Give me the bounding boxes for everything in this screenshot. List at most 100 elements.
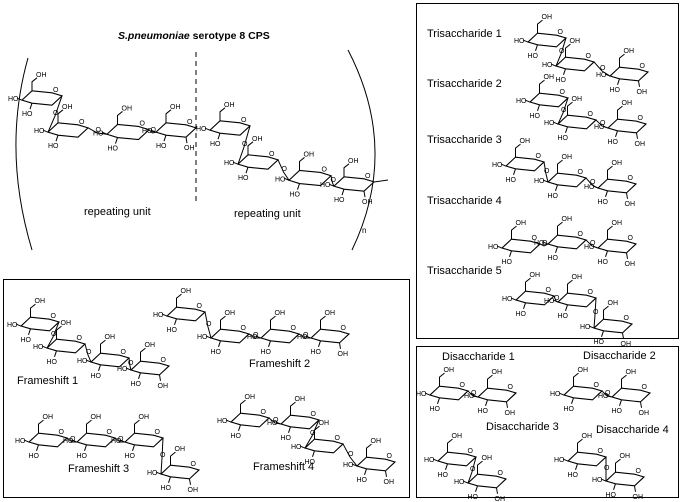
hydroxyl-bond [438,398,440,404]
glycosidic-oxygen-label: O [604,465,610,472]
hydroxyl-label: HO [430,406,441,413]
cps-title-species: S.pneumoniae [118,30,190,42]
ring-oxygen-label: O [365,173,371,180]
glycosidic-oxygen-label: O [53,110,59,117]
glycosidic-bond [594,298,596,328]
ring-oxygen-label: O [624,315,630,322]
glycosidic-oxygen-label: O [282,166,288,173]
hydroxyl-label: HO [311,349,322,356]
side-chain-bond [220,108,225,121]
hydroxyl-label: HO [592,477,603,484]
hydroxyl-bond [29,329,31,335]
side-chain-bond [321,316,326,329]
hydroxyl-bond [342,189,344,195]
ring-oxygen-label: O [341,325,347,332]
ring-oxygen-label: O [77,335,83,342]
hydroxyl-label: HO [211,349,222,356]
hydroxyl-bond [601,479,606,481]
hydroxyl-label: HO [34,128,45,135]
glycosidic-bond [129,358,131,370]
side-chain-bond [448,439,453,452]
glycosidic-bond [88,128,107,134]
glycosidic-bond [554,296,558,302]
glycosidic-oxygen-label: O [331,177,337,184]
hydroxyl-label: OH [639,410,650,417]
frameshift-2-label: Frameshift 2 [249,358,311,370]
hydroxyl-bond [476,486,478,492]
ring-oxygen-label: O [269,151,275,158]
hydroxyl-bond [538,105,540,111]
ring-oxygen-label: O [628,175,634,182]
hydroxyl-bond [620,400,622,406]
primary-hydroxyl-label: OH [572,274,583,281]
hydroxyl-label: HO [93,130,104,137]
glycosidic-bond [468,391,478,397]
sugar-ring [21,317,59,331]
side-chain-bond [248,142,253,155]
ring-oxygen-label: O [598,448,604,455]
glycosidic-bond [67,438,77,442]
hydroxyl-bond [43,130,48,132]
primary-hydroxyl-label: OH [570,38,581,45]
frameshift-panel: Frameshift 1 Frameshift 2 Frameshift 3 F… [3,279,410,498]
glycosidic-oxygen-label: O [151,127,157,134]
side-chain-bond [171,452,176,465]
ring-oxygen-label: O [508,384,514,391]
hydroxyl-bond [386,471,387,477]
hydroxyl-label: HO [238,175,249,182]
glycosidic-oxygen-label: O [128,360,134,367]
side-chain-bond [620,54,625,67]
glycosidic-oxygen-label: O [160,452,166,459]
hydroxyl-bond [566,127,568,133]
cps-title-rest: serotype 8 CPS [189,30,270,42]
hydroxyl-bond [160,375,161,381]
ring-oxygen-label: O [387,453,393,460]
ring-oxygen-label: O [51,313,57,320]
sugar-ring [167,307,205,321]
ring-oxygen-label: O [191,461,197,468]
hydroxyl-bond [510,251,512,257]
glycosidic-oxygen-label: O [96,127,102,134]
hydroxyl-bond [627,193,628,199]
hydroxyl-label: HO [267,420,278,427]
primary-hydroxyl-label: OH [544,74,555,81]
hydroxyl-label: HO [21,337,32,344]
hydroxyl-label: HO [548,193,559,200]
primary-hydroxyl-label: OH [520,138,531,145]
hydroxyl-bond [239,425,241,431]
glycosidic-oxygen-label: O [310,430,316,437]
side-chain-bond [578,439,583,452]
primary-hydroxyl-label: OH [145,342,156,349]
disaccharide-3-label: Disaccharide 3 [486,421,559,433]
hydroxyl-label: HO [534,240,545,247]
hydroxyl-bond [133,445,135,451]
sugar-ring [261,329,299,343]
side-chain-bond [141,348,146,361]
sugar-ring [430,386,468,400]
glycosidic-bond [556,38,566,66]
side-chain-bond [568,280,573,293]
primary-hydroxyl-label: OH [582,433,593,440]
glycosidic-oxygen-label: O [554,295,560,302]
hydroxyl-label: HO [544,298,555,305]
ring-oxygen-label: O [291,325,297,332]
hydroxyl-label: HO [261,349,272,356]
glycosidic-oxygen-label: O [542,240,548,247]
carboxyl-label: OH [371,438,382,445]
hydroxyl-bond [329,184,334,186]
primary-hydroxyl-label: OH [295,396,306,403]
frameshift-4-label: Frameshift 4 [253,461,315,473]
ring-oxygen-label: O [197,303,203,310]
ring-oxygen-label: O [594,382,600,389]
glycosidic-bond [115,438,125,442]
side-chain-bond [566,44,571,57]
hydroxyl-bond [635,486,636,492]
side-chain-bond [291,402,296,415]
glycosidic-oxygen-label: O [253,332,259,339]
glycosidic-oxygen-label: O [600,120,606,127]
trisaccharide-3-label: Trisaccharide 3 [427,134,502,146]
hydroxyl-bond [55,351,57,357]
hydroxyl-label: HO [15,438,26,445]
hydroxyl-label: HO [153,312,164,319]
